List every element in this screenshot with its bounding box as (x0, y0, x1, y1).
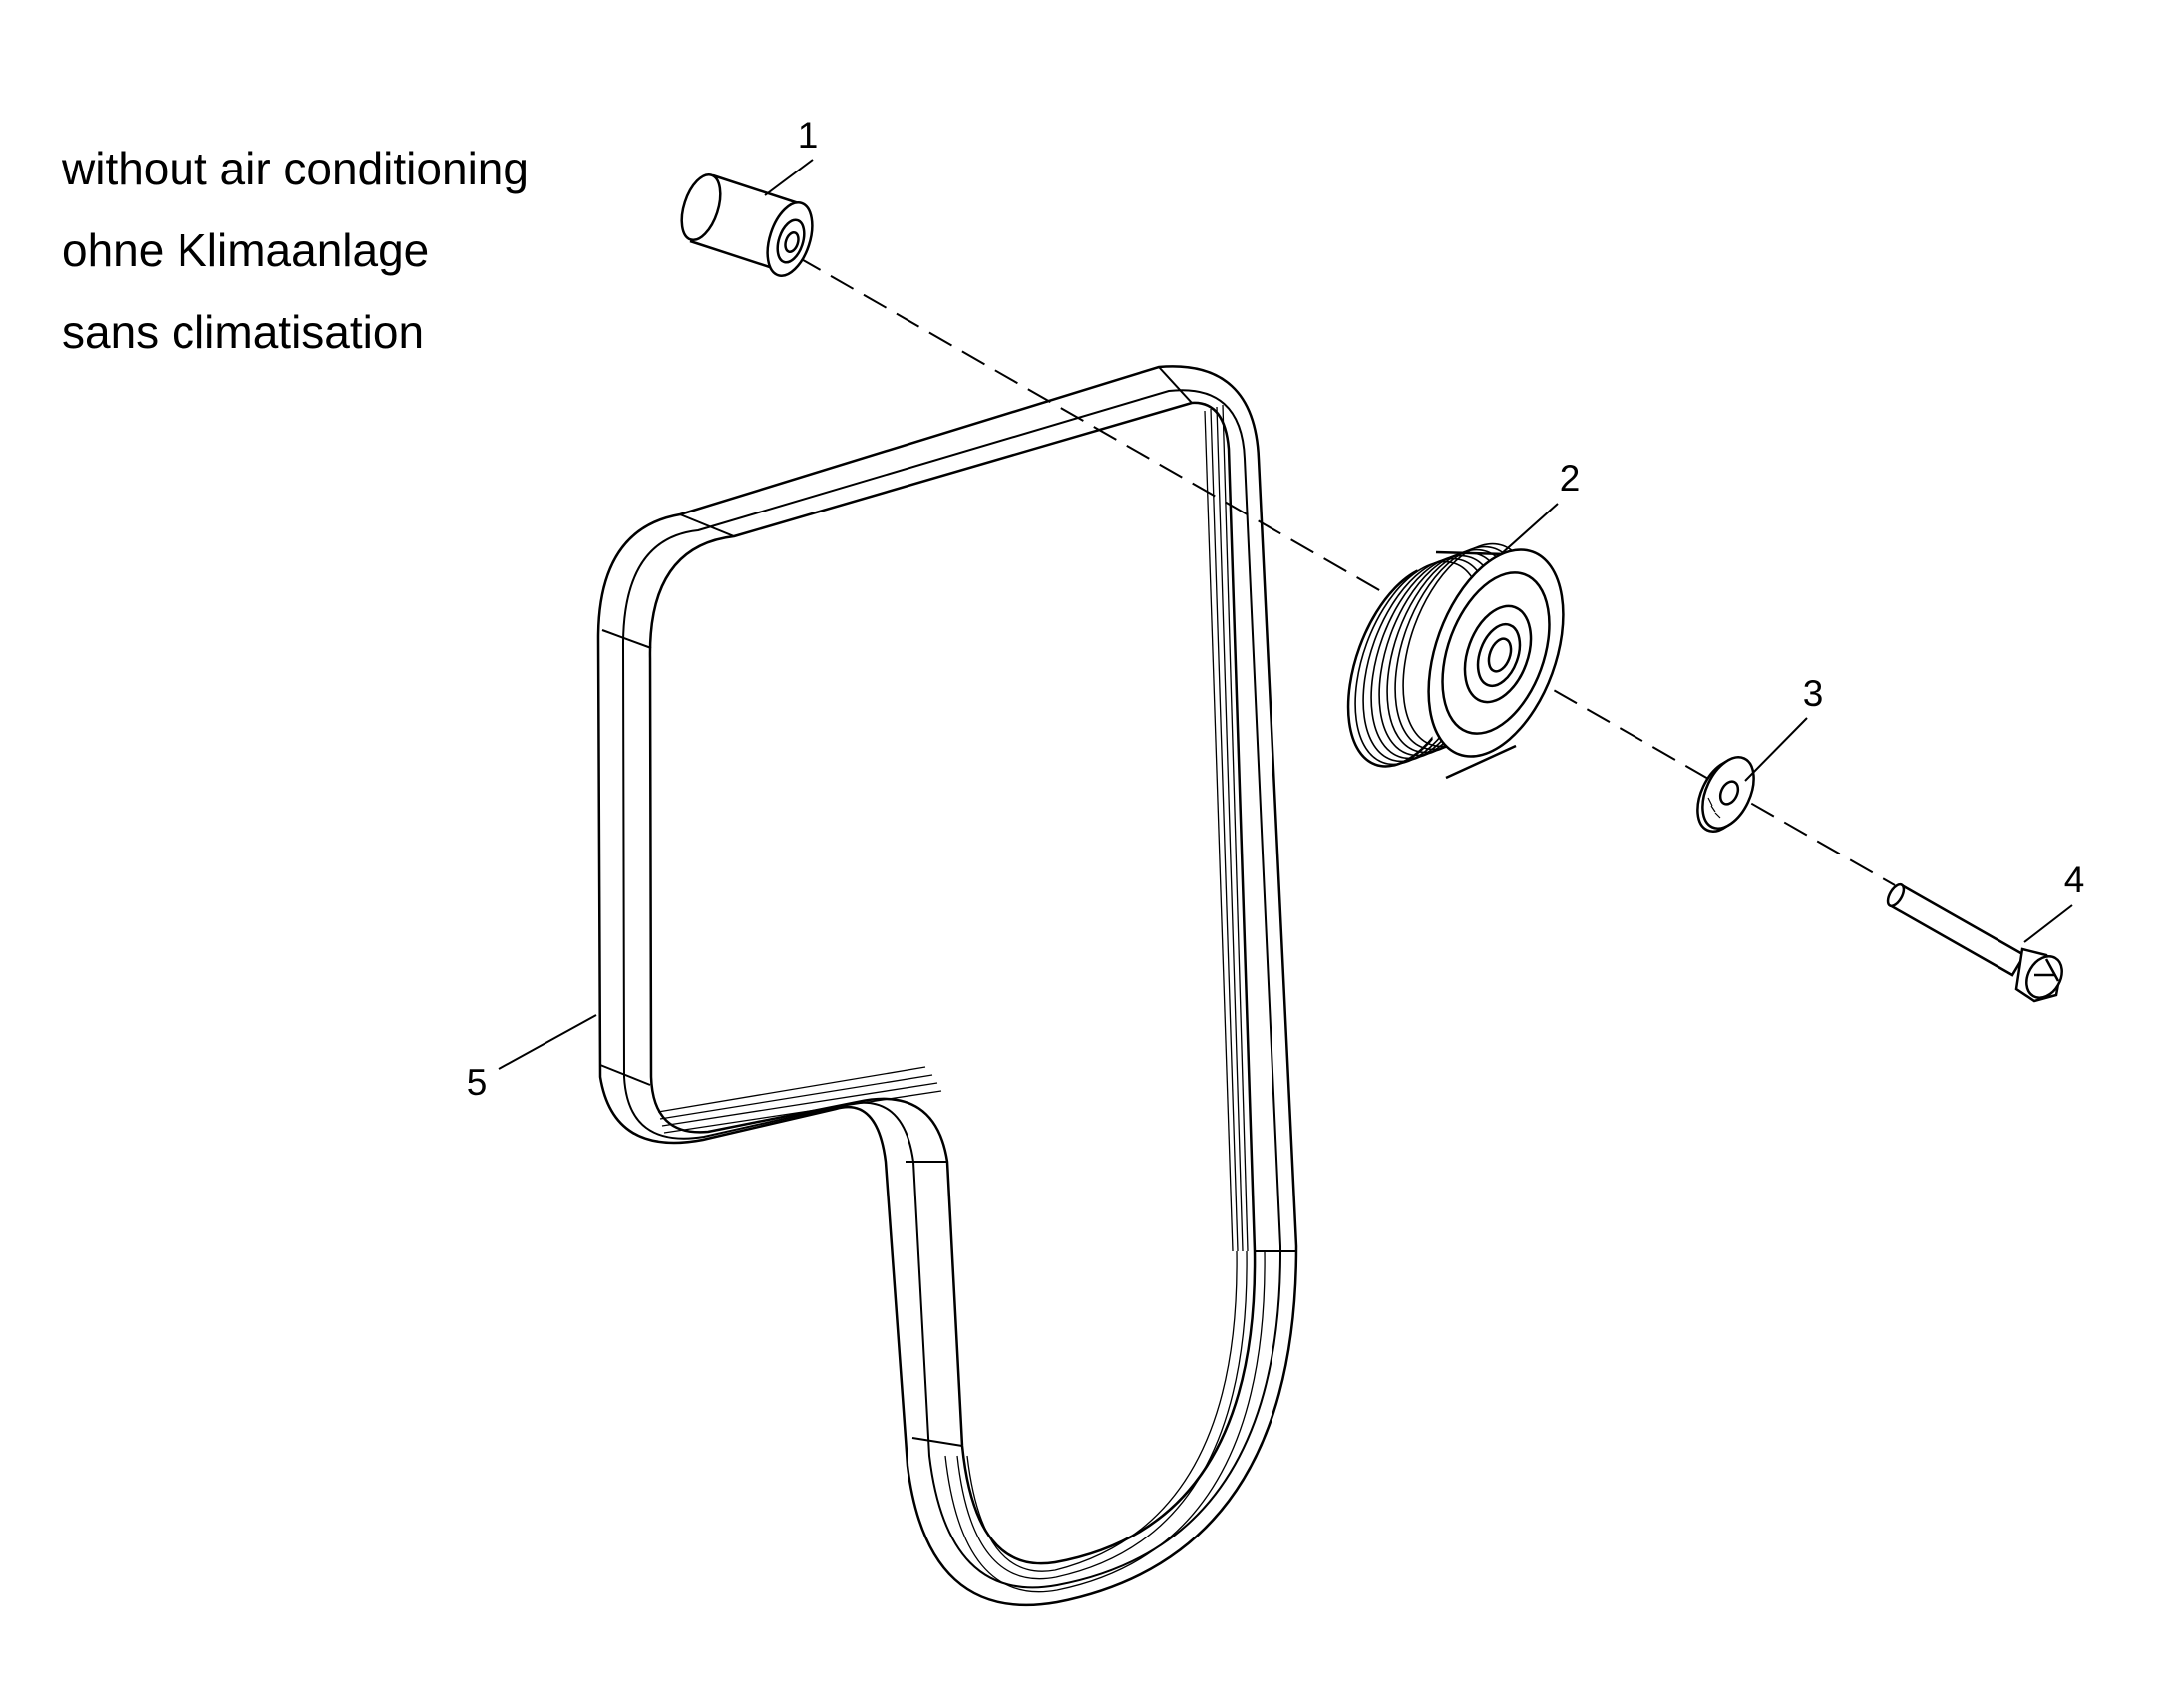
belt-back-face (621, 389, 1282, 1589)
bolt (1886, 882, 2063, 1003)
belt-ribs-right (1204, 404, 1249, 1252)
leader-5 (498, 1014, 597, 1070)
belt-ribs-lower-step (657, 1066, 942, 1134)
callout-3: 3 (1803, 673, 1824, 714)
assembly-axis (797, 256, 1896, 886)
callout-2: 2 (1560, 458, 1581, 499)
note-english: without air conditioning (62, 143, 529, 194)
callout-4: 4 (2064, 859, 2085, 900)
belt-ribs-bottom (944, 1250, 1266, 1593)
belt-outer-edge (596, 365, 1298, 1607)
note-french: sans climatisation (62, 306, 425, 358)
note-block: without air conditioning ohne Klimaanlag… (62, 128, 529, 373)
spacer (680, 172, 814, 277)
leader-1 (764, 159, 814, 196)
belt-inner-edge (648, 401, 1257, 1565)
belt-segment-marks (599, 366, 1296, 1447)
idler-pulley (1346, 542, 1565, 780)
note-german: ohne Klimaanlage (62, 224, 430, 276)
callout-5: 5 (467, 1062, 488, 1103)
washer-marking (1707, 797, 1721, 819)
callout-1: 1 (798, 115, 819, 156)
leader-lines (498, 159, 2073, 1070)
leader-3 (1744, 717, 1808, 782)
washer (1696, 756, 1755, 833)
leader-4 (2023, 904, 2073, 943)
leader-2 (1500, 503, 1559, 555)
drive-belt (596, 365, 1298, 1607)
